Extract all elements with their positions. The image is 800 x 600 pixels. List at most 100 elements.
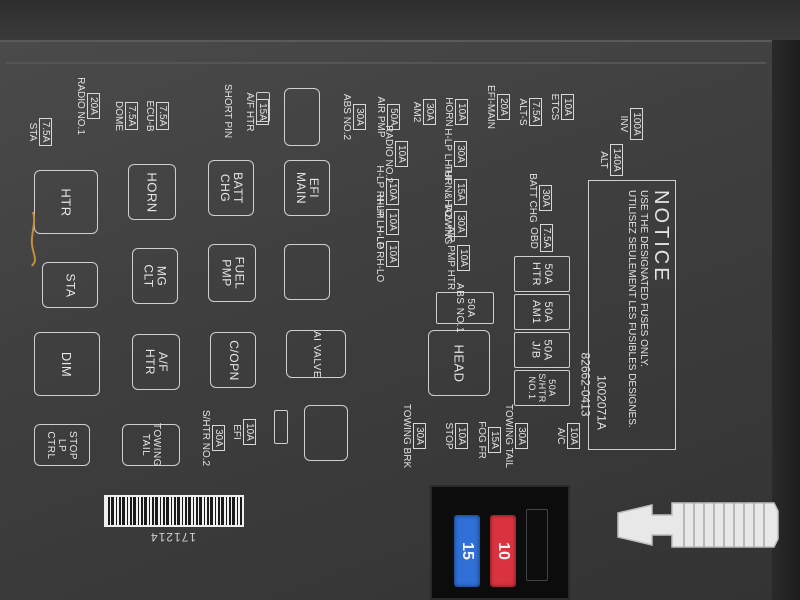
fuse-shtr-no1-50a: 50A S/HTR NO.1 bbox=[514, 370, 570, 406]
fuse-jb-50a: 50A J/B bbox=[514, 332, 570, 368]
label-name: ETCS bbox=[549, 93, 560, 121]
label-name: STOP bbox=[443, 422, 454, 450]
label-name: STA bbox=[27, 122, 38, 142]
label-am2: 30A AM2 bbox=[411, 90, 436, 134]
relay-label: AI VALVE bbox=[310, 330, 322, 378]
fuse-label: 50A S/HTR NO.1 bbox=[527, 361, 557, 415]
notice-line-fr: UTILISEZ SEULEMENT LES FUSIBLES DESIGNES… bbox=[626, 190, 637, 428]
label-sta-small: 7.5A STA bbox=[27, 112, 52, 152]
label-amp: 7.5A bbox=[529, 97, 542, 127]
label-ecu-b: 7.5A ECU-B bbox=[144, 93, 169, 139]
label-name: TOWING BRK bbox=[401, 403, 412, 469]
label-amp: 100A bbox=[630, 108, 643, 140]
relay-label: STOP LP CTRL bbox=[45, 430, 79, 460]
label-amp: 10A bbox=[457, 245, 470, 271]
fuse-amp: 50A bbox=[464, 298, 476, 318]
relay-c-opn: C/OPN bbox=[210, 332, 256, 388]
lid-edge-line bbox=[6, 62, 766, 64]
label-name: EFI-MAIN bbox=[485, 85, 496, 129]
label-amp: 10A bbox=[561, 94, 574, 120]
fuse-slot-small bbox=[274, 410, 288, 444]
part-number: 82662-0413 bbox=[578, 352, 593, 417]
barcode bbox=[104, 495, 244, 527]
relay-dim: DIM bbox=[34, 332, 100, 396]
label-name: H-LP RH-LO bbox=[374, 225, 385, 283]
fuse-blade-15[interactable]: 15 bbox=[454, 515, 480, 587]
empty-slot bbox=[284, 88, 320, 146]
barcode-serial: 171214 bbox=[150, 530, 197, 544]
relay-label: HTR bbox=[58, 187, 74, 217]
fuse-amp: 50A bbox=[541, 263, 554, 285]
fuse-box-rim-top bbox=[0, 0, 800, 40]
label-stop: 10A STOP bbox=[443, 414, 468, 458]
label-name: A/C bbox=[555, 427, 566, 445]
label-name: ALT bbox=[598, 151, 609, 169]
relay-label: A/F HTR bbox=[142, 348, 170, 376]
label-amp: 10A bbox=[455, 423, 468, 449]
label-amp: 30A bbox=[515, 423, 528, 449]
label-name: RADIO NO.1 bbox=[75, 77, 86, 135]
label-name: A/F HTR bbox=[244, 92, 255, 132]
label-name: OBD bbox=[528, 227, 539, 249]
label-fog-fr: 15A FOG FR bbox=[476, 415, 501, 465]
label-name: FOG FR bbox=[476, 421, 487, 459]
fuse-socket: 15 10 bbox=[430, 485, 570, 600]
label-towing-brk: 30A TOWING BRK bbox=[401, 398, 426, 474]
label-alt-s: 7.5A ALT-S bbox=[517, 90, 542, 134]
label-name: AIR PMP HTR bbox=[445, 225, 456, 291]
label-amp: 30A bbox=[353, 104, 366, 130]
relay-empty-2 bbox=[304, 405, 348, 461]
label-amp: 15A bbox=[488, 427, 501, 453]
label-radio-no1: 20A RADIO NO.1 bbox=[75, 77, 100, 135]
label-efi-main: 20A EFI-MAIN bbox=[485, 77, 510, 137]
label-amp: 20A bbox=[497, 94, 510, 120]
relay-batt-chg: BATT CHG bbox=[208, 160, 254, 216]
relay-label: EFI MAIN bbox=[294, 172, 321, 204]
label-amp: 7.5A bbox=[156, 101, 169, 131]
relay-label: MG CLT bbox=[142, 264, 169, 288]
fuse-rating: 15 bbox=[458, 542, 476, 560]
label-efi: 10A EFI bbox=[231, 410, 256, 454]
label-amp: 10A bbox=[567, 423, 580, 449]
label-amp: 30A bbox=[212, 425, 225, 451]
fuse-label: 50A ABS NO.1 bbox=[454, 283, 476, 333]
fuse-label: 50A HTR bbox=[530, 262, 554, 286]
fuse-name: AM1 bbox=[530, 299, 542, 325]
label-amp: 30A bbox=[423, 99, 436, 125]
label-name: ECU-B bbox=[144, 100, 155, 132]
label-amp: 7.5A bbox=[125, 101, 138, 131]
relay-label: HEAD bbox=[451, 343, 467, 383]
relay-label: BATT CHG bbox=[218, 172, 245, 204]
fuse-name: HTR bbox=[529, 261, 542, 287]
fuse-rating: 10 bbox=[494, 542, 512, 560]
relay-fuel-pmp: FUEL PMP bbox=[208, 244, 256, 302]
label-name: DOME bbox=[113, 101, 124, 131]
relay-towing-tail: TOWING TAIL bbox=[122, 423, 180, 467]
fuse-blade-10[interactable]: 10 bbox=[490, 515, 516, 587]
label-alt: 140A ALT bbox=[598, 135, 623, 185]
label-dome: 7.5A DOME bbox=[113, 94, 138, 138]
fuse-name: J/B bbox=[529, 341, 542, 359]
label-towing-tail: 30A TOWING TAIL bbox=[503, 398, 528, 474]
notice-line-en: USE THE DESIGNATED FUSES ONLY. bbox=[638, 190, 649, 368]
label-name: TOWING TAIL bbox=[503, 404, 514, 468]
part-code: 1002071A bbox=[594, 375, 609, 430]
fuse-slot-short bbox=[256, 92, 270, 122]
fuse-amp: 50A bbox=[547, 379, 557, 397]
relay-head: HEAD bbox=[428, 330, 490, 396]
notice-title: NOTICE bbox=[650, 190, 672, 284]
relay-af-htr: A/F HTR bbox=[132, 334, 180, 390]
relay-empty-1 bbox=[284, 244, 330, 300]
relay-mg-clt: MG CLT bbox=[132, 248, 178, 304]
label-name: S/HTR NO.2 bbox=[200, 409, 211, 467]
relay-stop-lp-ctrl: STOP LP CTRL bbox=[34, 424, 90, 466]
label-ac: 10A A/C bbox=[555, 414, 580, 458]
relay-label: HORN bbox=[144, 171, 160, 213]
fuse-am1-50a: 50A AM1 bbox=[514, 294, 570, 330]
label-name: INV bbox=[618, 115, 629, 133]
label-amp: 10A bbox=[386, 241, 399, 267]
fuse-label: 50A AM1 bbox=[530, 300, 554, 324]
label-hlp-rh-lo: 10A H-LP RH-LO bbox=[374, 219, 399, 289]
fuse-puller-icon[interactable] bbox=[612, 495, 782, 555]
fuse-htr-50a: 50A HTR bbox=[514, 256, 570, 292]
